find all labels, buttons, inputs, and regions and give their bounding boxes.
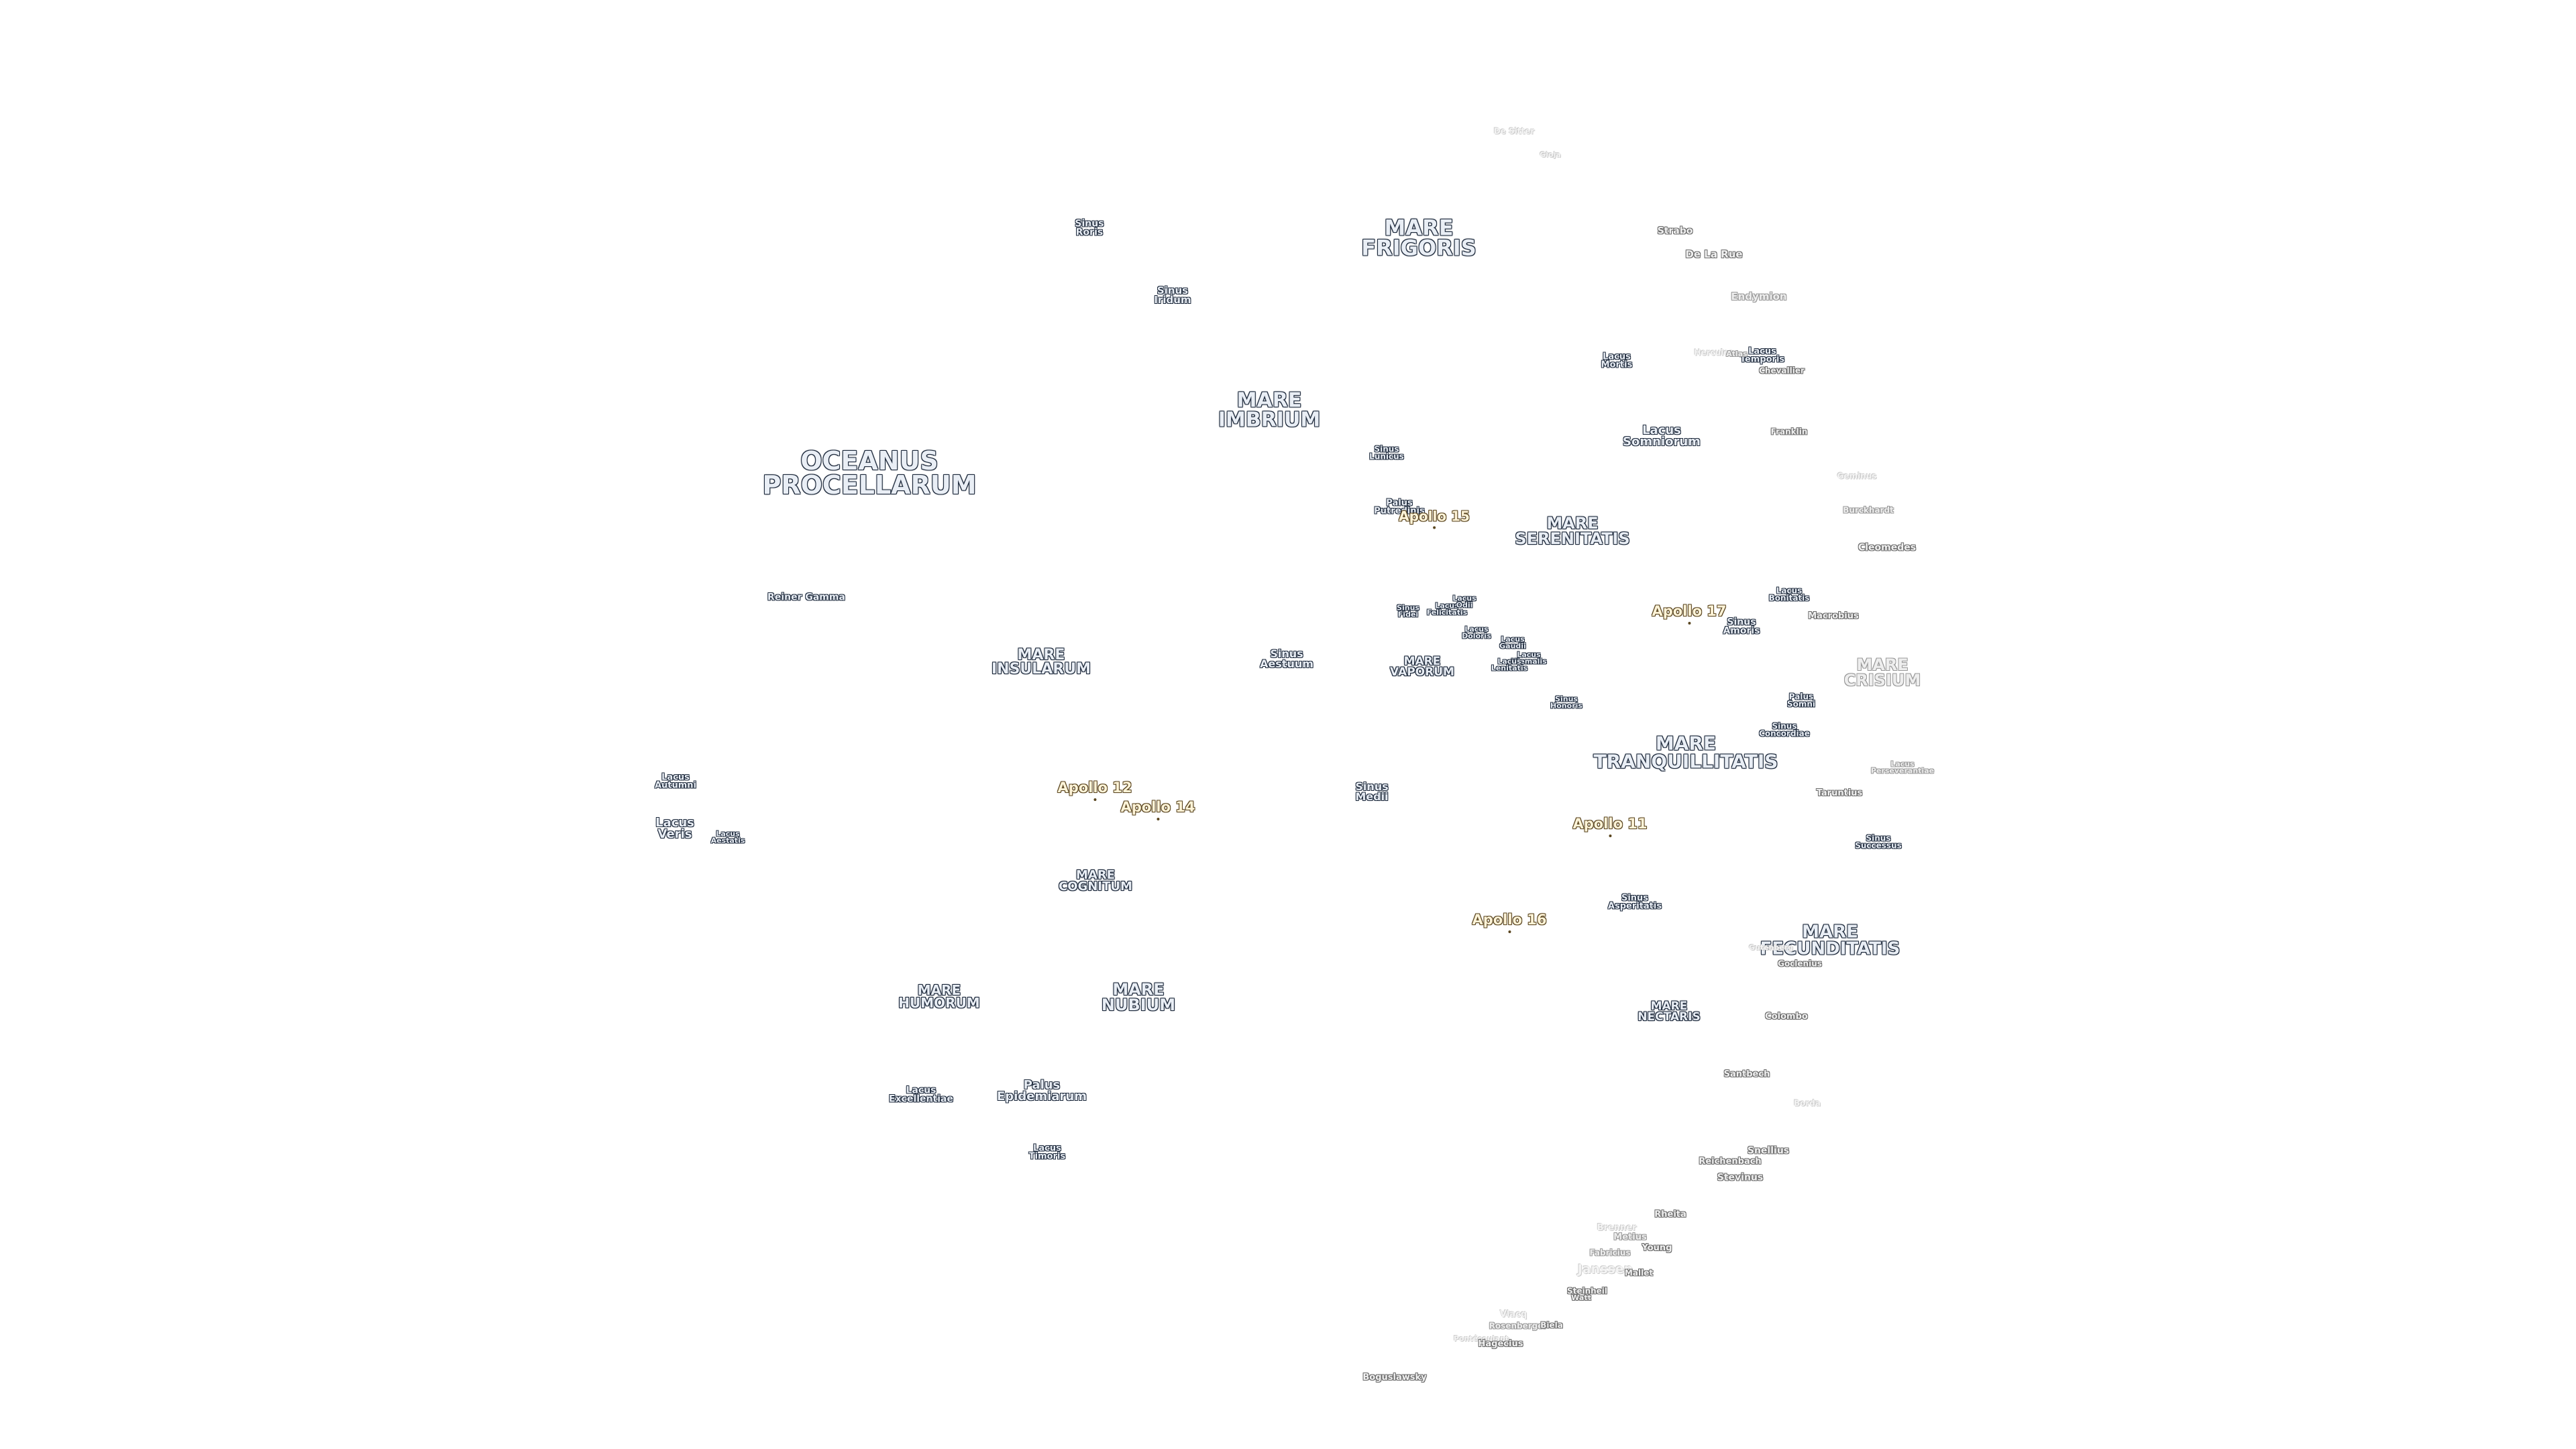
label-sinus-lunicus: Sinus Lunicus xyxy=(1369,444,1404,462)
label-mallet: Mallet xyxy=(1624,1268,1654,1278)
label-mare-nubium: MARE NUBIUM xyxy=(1101,980,1176,1014)
label-rainer-gamma: Reiner Gamma xyxy=(767,592,845,603)
label-sinus-aestuum: Sinus Aestuum xyxy=(1260,647,1313,670)
label-brenner: Brenner xyxy=(1597,1222,1637,1233)
label-lacus-veris: Lacus Veris xyxy=(655,815,694,841)
label-sinus-concordiae: Sinus Concordiae xyxy=(1759,721,1810,739)
label-borda: Borda xyxy=(1794,1098,1821,1108)
label-mare-tranquillitatis: MARE TRANQUILLITATIS xyxy=(1593,732,1778,772)
label-franklin: Franklin xyxy=(1770,427,1808,437)
label-goclenius: Goclenius xyxy=(1778,959,1822,969)
label-mare-insularum: MARE INSULARUM xyxy=(991,647,1091,678)
label-lacus-gaudii: Lacus Gaudii xyxy=(1499,635,1526,651)
label-mare-imbrium: MARE IMBRIUM xyxy=(1218,388,1321,431)
label-endymion: Endymion xyxy=(1731,290,1787,303)
label-sinus-amoris: Sinus Amoris xyxy=(1723,616,1760,637)
label-geminus: Geminus xyxy=(1837,471,1877,481)
label-lacus-somniorum: Lacus Somniorum xyxy=(1623,423,1701,449)
label-sinus-asperitatis: Sinus Asperitatis xyxy=(1607,893,1662,912)
label-young: Young xyxy=(1642,1242,1672,1253)
label-lacus-odii: Lacus Odii xyxy=(1452,594,1477,610)
label-rheita: Rheita xyxy=(1654,1209,1686,1220)
label-mare-fecunditatis: MARE FECUNDITATIS xyxy=(1760,922,1900,959)
label-mare-humorum: MARE HUMORUM xyxy=(898,982,980,1011)
label-apollo-14: Apollo 14 xyxy=(1120,799,1195,820)
label-lacus-hiemalis: Lacus Hiemalis xyxy=(1511,650,1547,666)
label-apollo-17: Apollo 17 xyxy=(1652,603,1727,625)
label-palus-putredinis: Palus Putredinis xyxy=(1374,498,1425,517)
label-santbech: Santbech xyxy=(1723,1069,1770,1079)
label-hagecius: Hagecius xyxy=(1478,1338,1523,1349)
label-sinus-fidei: Sinus Fidei xyxy=(1397,603,1419,619)
label-atlas: Atlas xyxy=(1726,349,1748,358)
label-snellius: Snellius xyxy=(1747,1145,1790,1157)
label-lacus-doloris: Lacus Doloris xyxy=(1462,625,1491,641)
label-stevinus: Stevinus xyxy=(1717,1172,1764,1183)
label-lacus-timoris: Lacus Timoris xyxy=(1028,1143,1066,1162)
label-lacus-bonitatis: Lacus Bonitatis xyxy=(1768,586,1810,603)
label-sinus-successus: Sinus Successus xyxy=(1855,833,1902,851)
label-cleomedes: Cleomedes xyxy=(1858,542,1917,553)
label-mare-nectaris: MARE NECTARIS xyxy=(1638,999,1701,1024)
label-lacus-temporis: Lacus Temporis xyxy=(1739,346,1785,365)
label-gioja: Gioja xyxy=(1540,150,1561,159)
label-macrobius: Macrobius xyxy=(1808,610,1859,621)
label-rosenberger: Rosenberger xyxy=(1489,1321,1548,1331)
label-biela: Biela xyxy=(1540,1320,1563,1330)
label-mare-cognitum: MARE COGNITUM xyxy=(1059,867,1132,894)
label-boguslawsky: Boguslawsky xyxy=(1362,1372,1427,1383)
label-sinus-honoris: Sinus Honoris xyxy=(1550,694,1582,710)
label-lacus-mortis: Lacus Mortis xyxy=(1601,352,1633,370)
label-lacus-felicitatis: Lacus Felicitatis xyxy=(1426,601,1468,617)
label-watt: Watt xyxy=(1571,1293,1591,1302)
label-sinus-roris: Sinus Roris xyxy=(1075,218,1104,238)
label-colombo: Colombo xyxy=(1765,1011,1808,1022)
label-reichenbach: Reichenbach xyxy=(1699,1156,1762,1167)
label-mare-serenitatis: MARE SERENITATIS xyxy=(1515,514,1630,548)
label-burckhardt: Burckhardt xyxy=(1843,505,1894,515)
label-apollo-11: Apollo 11 xyxy=(1572,816,1648,837)
label-apollo-15: Apollo 15 xyxy=(1399,508,1470,529)
label-apollo-12: Apollo 12 xyxy=(1057,780,1132,801)
label-de-sitter: De Sitter xyxy=(1493,126,1535,136)
label-lacus-lenitatis: Lacus Lenitatis xyxy=(1491,657,1528,673)
label-hercules: Hercules xyxy=(1694,347,1734,358)
label-lacus-excellentiae: Lacus Excellentiae xyxy=(889,1085,953,1105)
label-lacus-perseverantiae: Lacus Perseverantiae xyxy=(1870,759,1935,775)
label-palus-somni: Palus Somni xyxy=(1786,692,1816,709)
label-apollo-16: Apollo 16 xyxy=(1472,912,1547,933)
label-de-la-rue: De La Rue xyxy=(1685,248,1743,260)
label-mare-crisium: MARE CRISIUM xyxy=(1843,655,1921,690)
label-oceanus-procellarum: OCEANUS PROCELLARUM xyxy=(762,445,977,500)
label-sinus-iridum: Sinus Iridum xyxy=(1154,284,1191,306)
label-gutenberg: Gutenberg xyxy=(1748,943,1794,952)
label-fabricius: Fabricius xyxy=(1589,1248,1631,1258)
label-palus-epidemiarum: Palus Epidemiarum xyxy=(997,1077,1087,1104)
label-strabo: Strabo xyxy=(1657,225,1693,237)
label-vlacq: Vlacq xyxy=(1499,1309,1527,1320)
label-sinus-medii: Sinus Medii xyxy=(1355,780,1389,803)
label-pontecoulant: Pontécoulant xyxy=(1453,1334,1509,1343)
label-metius: Metius xyxy=(1613,1232,1647,1242)
label-janssen: Janssen xyxy=(1577,1261,1633,1277)
label-lacus-autumni: Lacus Autumni xyxy=(654,772,697,791)
label-lacus-aestatis: Lacus Aestatis xyxy=(710,829,745,845)
label-steinheil: Steinheil xyxy=(1566,1286,1608,1296)
label-taruntius: Taruntius xyxy=(1816,788,1863,798)
label-mare-frigoris: MARE FRIGORIS xyxy=(1361,215,1477,261)
label-mare-vaporum: MARE VAPORUM xyxy=(1390,654,1454,679)
label-chevallier: Chevallier xyxy=(1759,366,1805,376)
